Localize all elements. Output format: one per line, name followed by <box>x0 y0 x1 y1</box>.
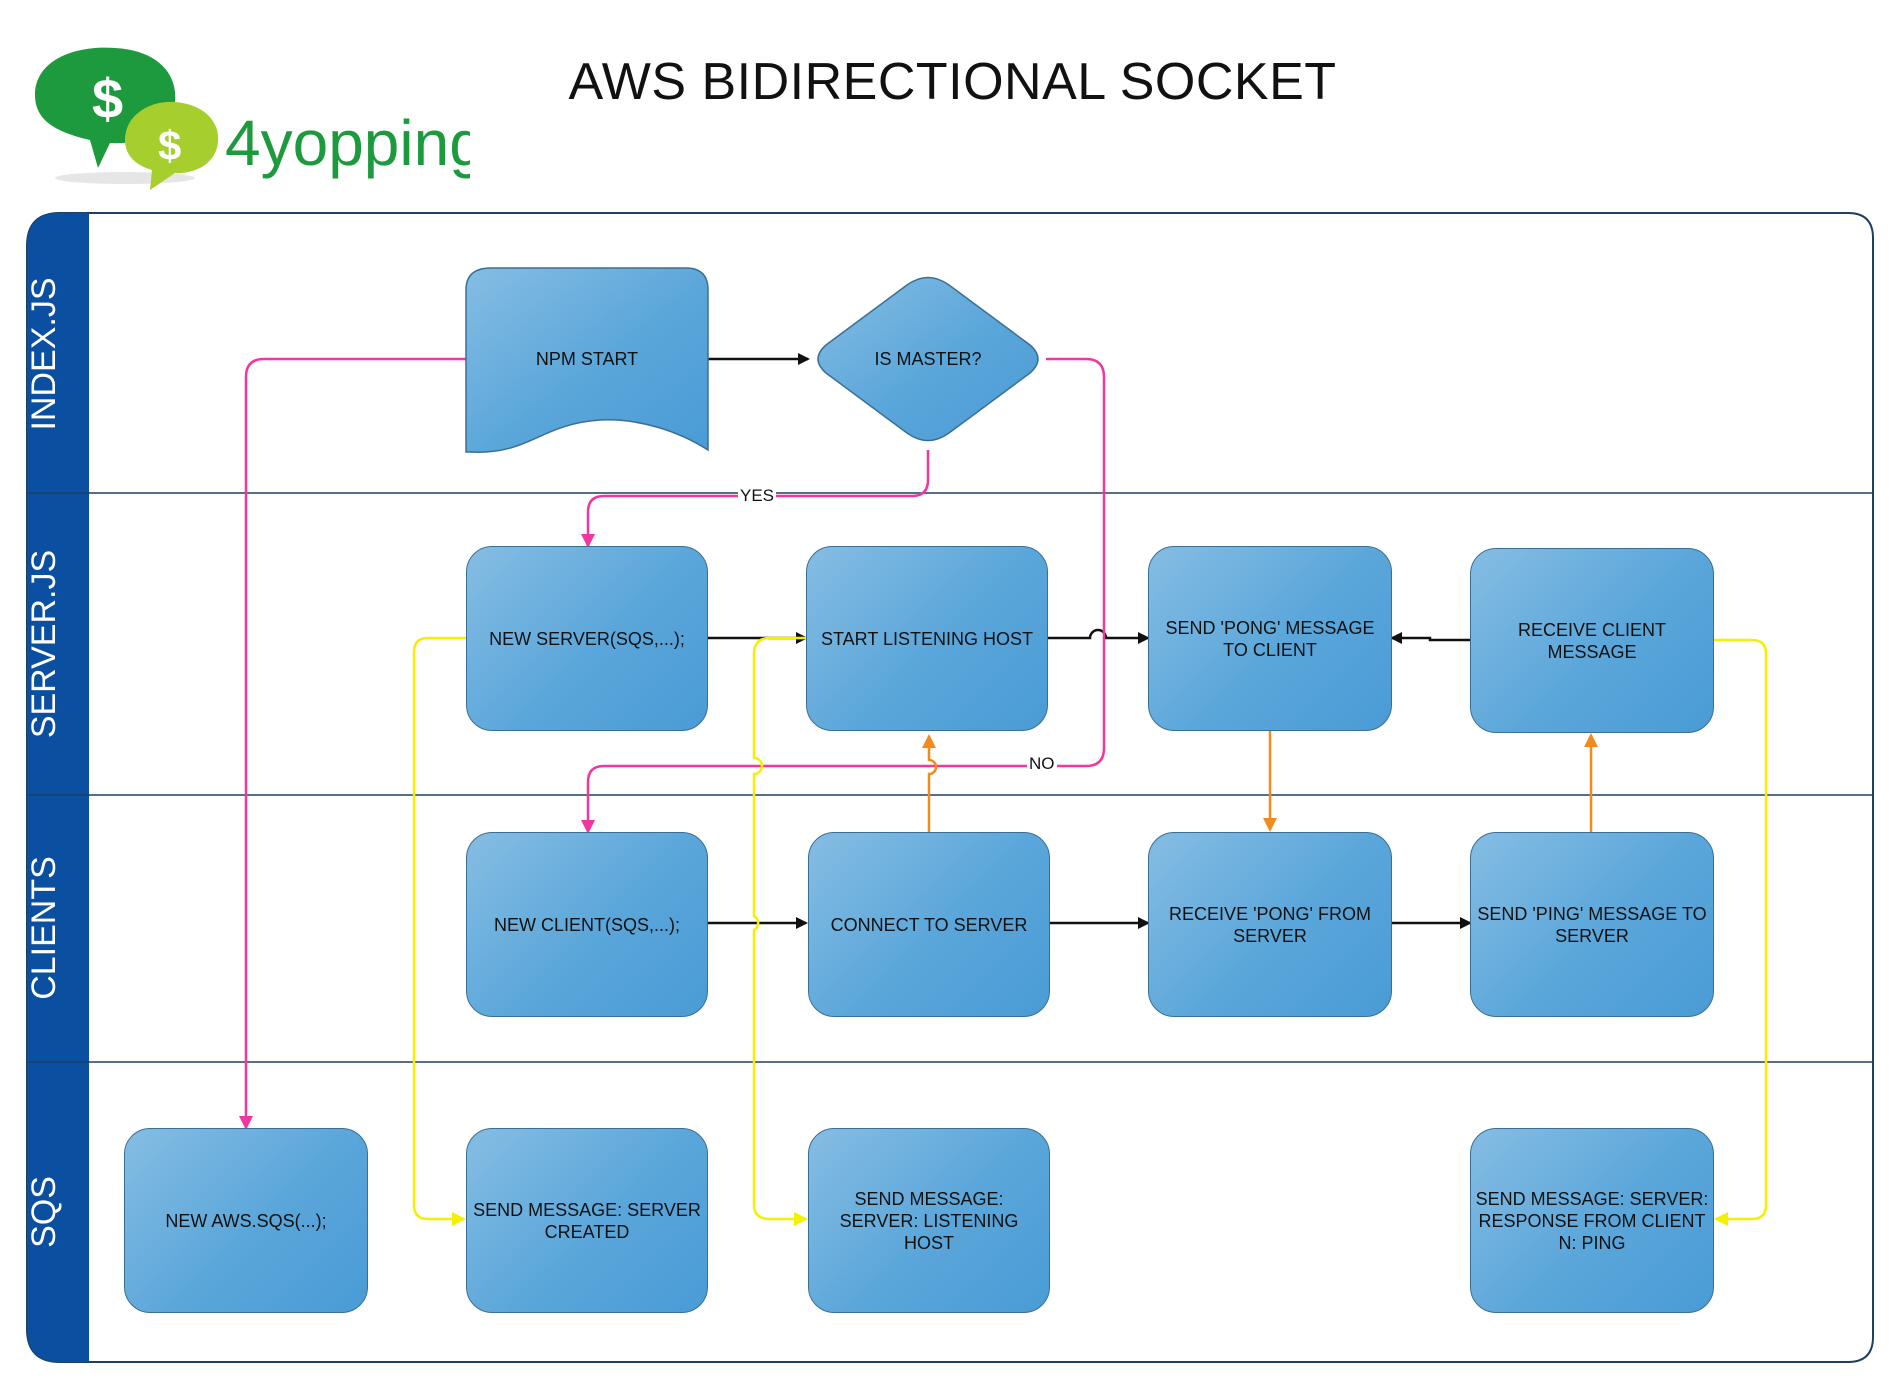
node-label: SEND MESSAGE: SERVER CREATED <box>473 1199 701 1242</box>
npm-start-shape <box>465 267 709 453</box>
lane-label-index: INDEX.JS <box>25 277 63 431</box>
lane-label-clients: CLIENTS <box>25 856 63 1000</box>
node-send-ping: SEND 'PING' MESSAGE TO SERVER <box>1470 832 1714 1017</box>
node-send-pong: SEND 'PONG' MESSAGE TO CLIENT <box>1148 546 1392 731</box>
edge-listen-to-pong <box>1048 628 1150 644</box>
node-start-listening: START LISTENING HOST <box>806 546 1048 731</box>
lane-header-bar <box>27 213 89 1362</box>
node-receive-pong: RECEIVE 'PONG' FROM SERVER <box>1148 832 1392 1017</box>
node-label: SEND 'PONG' MESSAGE TO CLIENT <box>1165 617 1375 660</box>
node-label: IS MASTER? <box>874 349 982 369</box>
node-new-client: NEW CLIENT(SQS,...); <box>466 832 708 1017</box>
edge-label-yes: YES <box>738 486 777 506</box>
logo: $ $ 4yopping <box>30 40 485 190</box>
edge-newserver-to-sqs <box>412 636 466 1226</box>
edge-receive-to-sqs <box>1714 638 1768 1226</box>
edge-receive-to-pong <box>1390 632 1470 644</box>
lane-label-sqs: SQS <box>25 1176 63 1248</box>
node-label: SEND MESSAGE: SERVER: RESPONSE FROM CLIE… <box>1475 1188 1709 1253</box>
logo-text: 4yopping <box>225 107 470 179</box>
edge-npm-to-sqs <box>239 357 466 1130</box>
node-label: NEW AWS.SQS(...); <box>165 1210 327 1231</box>
node-connect-server: CONNECT TO SERVER <box>808 832 1050 1017</box>
edge-label-no: NO <box>1027 754 1057 774</box>
logo-graphic: $ $ 4yopping <box>35 47 485 190</box>
lane-label-server: SERVER.JS <box>25 549 63 739</box>
edge-master-no <box>581 357 1106 834</box>
node-label: NEW CLIENT(SQS,...); <box>493 914 680 935</box>
dollar-icon: $ <box>158 122 181 169</box>
node-sqs-server-created: SEND MESSAGE: SERVER CREATED <box>466 1128 708 1313</box>
node-label: RECEIVE CLIENT MESSAGE <box>1517 619 1667 662</box>
edge-connect-to-listen <box>922 734 938 832</box>
node-sqs-response: SEND MESSAGE: SERVER: RESPONSE FROM CLIE… <box>1470 1128 1714 1313</box>
node-label: NPM START <box>535 349 639 369</box>
node-npm-start: NPM START <box>466 330 708 388</box>
node-label: CONNECT TO SERVER <box>830 914 1028 935</box>
node-new-server: NEW SERVER(SQS,...); <box>466 546 708 731</box>
node-label: RECEIVE 'PONG' FROM SERVER <box>1169 903 1371 946</box>
node-label: NEW SERVER(SQS,...); <box>489 628 685 649</box>
node-is-master: IS MASTER? <box>830 330 1026 388</box>
node-label: SEND 'PING' MESSAGE TO SERVER <box>1477 903 1707 946</box>
node-sqs-listening-host: SEND MESSAGE: SERVER: LISTENING HOST <box>808 1128 1050 1313</box>
page-title: AWS BIDIRECTIONAL SOCKET <box>568 53 1337 111</box>
node-label: SEND MESSAGE: SERVER: LISTENING HOST <box>839 1188 1019 1253</box>
node-new-sqs: NEW AWS.SQS(...); <box>124 1128 368 1313</box>
node-receive-client-message: RECEIVE CLIENT MESSAGE <box>1470 548 1714 733</box>
is-master-shape <box>817 276 1039 442</box>
node-label: START LISTENING HOST <box>820 628 1034 649</box>
dollar-icon: $ <box>92 67 123 130</box>
edge-listen-to-sqs <box>752 636 808 1226</box>
